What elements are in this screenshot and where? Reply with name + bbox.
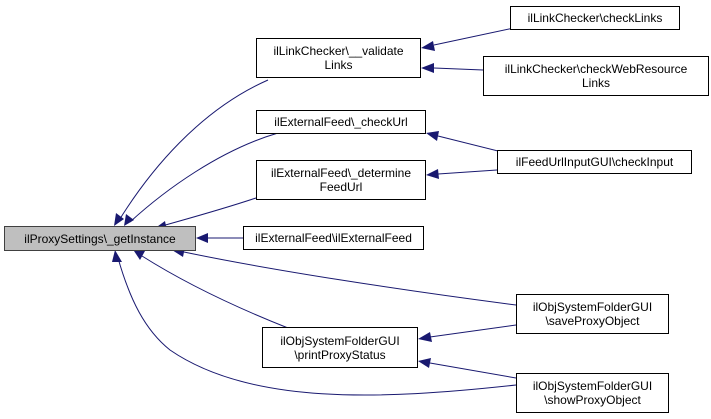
node-label: ilLinkChecker\checkLinks xyxy=(527,11,663,25)
node-check-url[interactable]: ilExternalFeed\_checkUrl xyxy=(256,110,426,134)
node-label: ilObjSystemFolderGUI xyxy=(532,379,653,393)
arrowhead xyxy=(421,63,434,73)
node-label: ilObjSystemFolderGUI xyxy=(280,333,400,348)
edge-show-proxy-object-to-root xyxy=(117,257,517,396)
arrowhead xyxy=(196,233,208,243)
node-root[interactable]: ilProxySettings\_getInstance xyxy=(4,226,196,251)
arrowhead xyxy=(134,251,145,260)
edge-save-proxy-object-to-print-proxy-status xyxy=(429,324,517,338)
node-label: FeedUrl xyxy=(319,180,363,194)
edge-check-input-to-determine-feed-url xyxy=(437,169,498,175)
node-print-proxy-status[interactable]: ilObjSystemFolderGUI \printProxyStatus xyxy=(262,327,418,368)
edge-print-proxy-status-to-root xyxy=(141,255,289,329)
node-save-proxy-object[interactable]: ilObjSystemFolderGUI \saveProxyObject xyxy=(516,294,669,334)
node-label: Links xyxy=(324,58,353,72)
arrowhead xyxy=(124,214,134,226)
edge-check-web-resource-links-to-validate-links xyxy=(433,67,484,71)
node-label: ilExternalFeed\_checkUrl xyxy=(274,115,408,129)
node-label: Links xyxy=(581,76,610,90)
node-check-web-resource-links[interactable]: ilLinkChecker\checkWebResource Links xyxy=(483,56,709,96)
arrowhead xyxy=(112,250,122,262)
edge-check-links-to-validate-links xyxy=(433,25,524,46)
node-label: ilProxySettings\_getInstance xyxy=(24,231,176,246)
arrowhead xyxy=(114,213,124,226)
arrowhead xyxy=(426,169,439,179)
node-validate-links[interactable]: ilLinkChecker\__validate Links xyxy=(256,38,421,78)
node-check-input[interactable]: ilFeedUrlInputGUI\checkInput xyxy=(497,150,692,174)
edge-save-proxy-object-to-root xyxy=(183,251,517,306)
node-label: ilObjSystemFolderGUI xyxy=(532,300,653,314)
node-label: ilExternalFeed\_determine xyxy=(270,166,412,180)
node-label: ilFeedUrlInputGUI\checkInput xyxy=(515,155,674,169)
node-label: \showProxyObject xyxy=(544,393,641,407)
node-label: ilLinkChecker\__validate xyxy=(273,44,404,58)
node-determine-feed-url[interactable]: ilExternalFeed\_determine FeedUrl xyxy=(256,160,426,200)
node-label: ilLinkChecker\checkWebResource xyxy=(504,62,688,76)
edge-validate-links-to-root xyxy=(117,79,269,223)
node-il-external-feed[interactable]: ilExternalFeed\ilExternalFeed xyxy=(243,226,424,250)
arrowheads xyxy=(112,41,439,368)
node-label: \printProxyStatus xyxy=(294,347,386,362)
arrowhead xyxy=(418,332,432,342)
arrowhead xyxy=(421,41,435,51)
arrowhead xyxy=(418,358,431,368)
arrowhead xyxy=(426,131,439,141)
node-show-proxy-object[interactable]: ilObjSystemFolderGUI \showProxyObject xyxy=(516,373,669,413)
node-label: ilExternalFeed\ilExternalFeed xyxy=(255,231,412,245)
node-label: \saveProxyObject xyxy=(545,314,640,328)
edge-check-url-to-root xyxy=(129,132,279,223)
edge-determine-feed-url-to-root xyxy=(161,197,257,227)
edge-show-proxy-object-to-print-proxy-status xyxy=(429,362,517,379)
node-check-links[interactable]: ilLinkChecker\checkLinks xyxy=(510,6,680,30)
